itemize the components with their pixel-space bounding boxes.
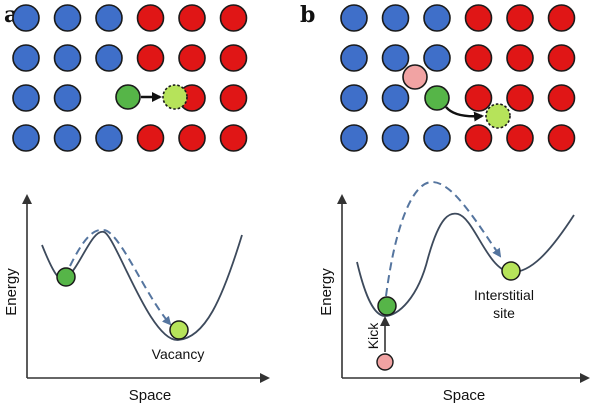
host-atom-red [547,44,576,72]
energy-plot-b: Kick Energy Space Interstitial site [318,180,590,404]
host-atom-red [464,124,493,152]
host-atom-blue [12,4,40,32]
diffusing-atom [115,84,141,110]
lattice-interstitial [340,4,576,152]
host-atom-blue [95,124,123,152]
host-atom-red [219,84,248,112]
host-atom-red [506,4,534,32]
host-atom-blue [381,4,410,32]
host-atom-blue [381,44,410,72]
host-atom-blue [12,84,40,112]
interstitial-target-atom [485,103,511,129]
host-atom-red [506,124,534,152]
ylabel-a: Energy [3,268,20,316]
lattice-vacancy [12,4,248,152]
migration-path-a [69,228,172,326]
host-atom-blue [423,4,451,32]
kicked-host-atom [402,64,428,90]
host-atom-red [178,124,206,152]
host-atom-blue [12,44,40,72]
host-atom-red [136,124,165,152]
host-atom-red [464,44,493,72]
interstitial-diffusing-atom [424,85,450,111]
host-atom-red [136,4,165,32]
host-atom-red [178,44,206,72]
start-atom-b [377,296,397,316]
host-atom-red [506,84,534,112]
ylabel-b: Energy [318,268,335,316]
host-atom-blue [340,124,368,152]
host-atom-blue [95,44,123,72]
host-atom-red [464,4,493,32]
host-atom-blue [12,124,40,152]
panel-b-label: b [300,2,315,28]
host-atom-red [547,4,576,32]
host-atom-blue [340,44,368,72]
kick-label: Kick [365,322,381,349]
host-atom-red [219,44,248,72]
host-atom-blue [340,84,368,112]
xlabel-b: Space [443,387,486,404]
kick-source-atom [376,353,394,371]
host-atom-red [219,124,248,152]
vacancy-target-atom [162,84,188,110]
host-atom-red [464,84,493,112]
host-atom-blue [381,124,410,152]
host-atom-blue [340,4,368,32]
xlabel-a: Space [129,387,172,404]
vacancy-atom-a [169,320,189,340]
interstitial-label-line1: Interstitial [474,287,534,303]
host-atom-blue [423,44,451,72]
host-atom-blue [53,84,82,112]
interstitial-label-line2: site [493,305,515,321]
interstitial-atom-b [501,261,521,281]
host-atom-blue [53,124,82,152]
host-atom-blue [53,44,82,72]
host-atom-red [547,124,576,152]
energy-curve-a [41,231,243,341]
host-atom-blue [423,124,451,152]
host-atom-red [219,4,248,32]
host-atom-red [547,84,576,112]
host-atom-blue [381,84,410,112]
vacancy-label: Vacancy [152,346,205,362]
interstitial-jump-arrow [445,106,484,122]
host-atom-red [506,44,534,72]
host-atom-red [178,4,206,32]
start-atom-a [56,267,76,287]
energy-plot-a: Energy Space Vacancy [3,194,270,404]
host-atom-blue [53,4,82,32]
host-atom-blue [95,4,123,32]
migration-path-b [385,180,502,297]
host-atom-red [136,44,165,72]
